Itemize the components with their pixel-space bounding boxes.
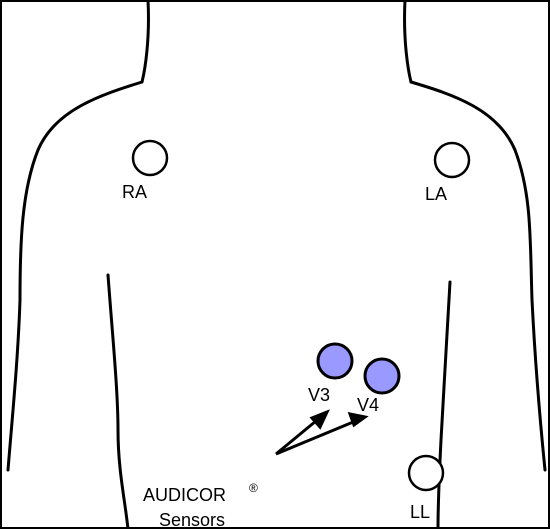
v4-sensor xyxy=(365,359,399,393)
v3-label: V3 xyxy=(308,385,330,405)
audicor-label: AUDICOR xyxy=(143,485,226,505)
right-shoulder-arm-line xyxy=(411,82,545,470)
la-electrode xyxy=(435,143,469,177)
ll-label: LL xyxy=(410,502,430,522)
neck-left-line xyxy=(142,0,148,82)
left-torso-side-line xyxy=(108,275,128,529)
right-torso-side-line xyxy=(438,282,450,529)
v3-sensor xyxy=(318,344,352,378)
ra-electrode xyxy=(133,141,167,175)
torso-outline xyxy=(8,0,545,529)
left-shoulder-arm-line xyxy=(8,82,142,470)
arrow-head-v4 xyxy=(350,414,365,425)
sensor-pointer-arrows xyxy=(276,412,365,454)
sensors-label: Sensors xyxy=(159,510,225,529)
la-label: LA xyxy=(425,184,447,204)
ra-label: RA xyxy=(122,182,147,202)
ll-electrode xyxy=(409,456,443,490)
v4-label: V4 xyxy=(357,395,379,415)
registered-mark: ® xyxy=(249,481,258,495)
arrow-head-v3 xyxy=(312,412,327,427)
neck-right-line xyxy=(405,0,411,82)
